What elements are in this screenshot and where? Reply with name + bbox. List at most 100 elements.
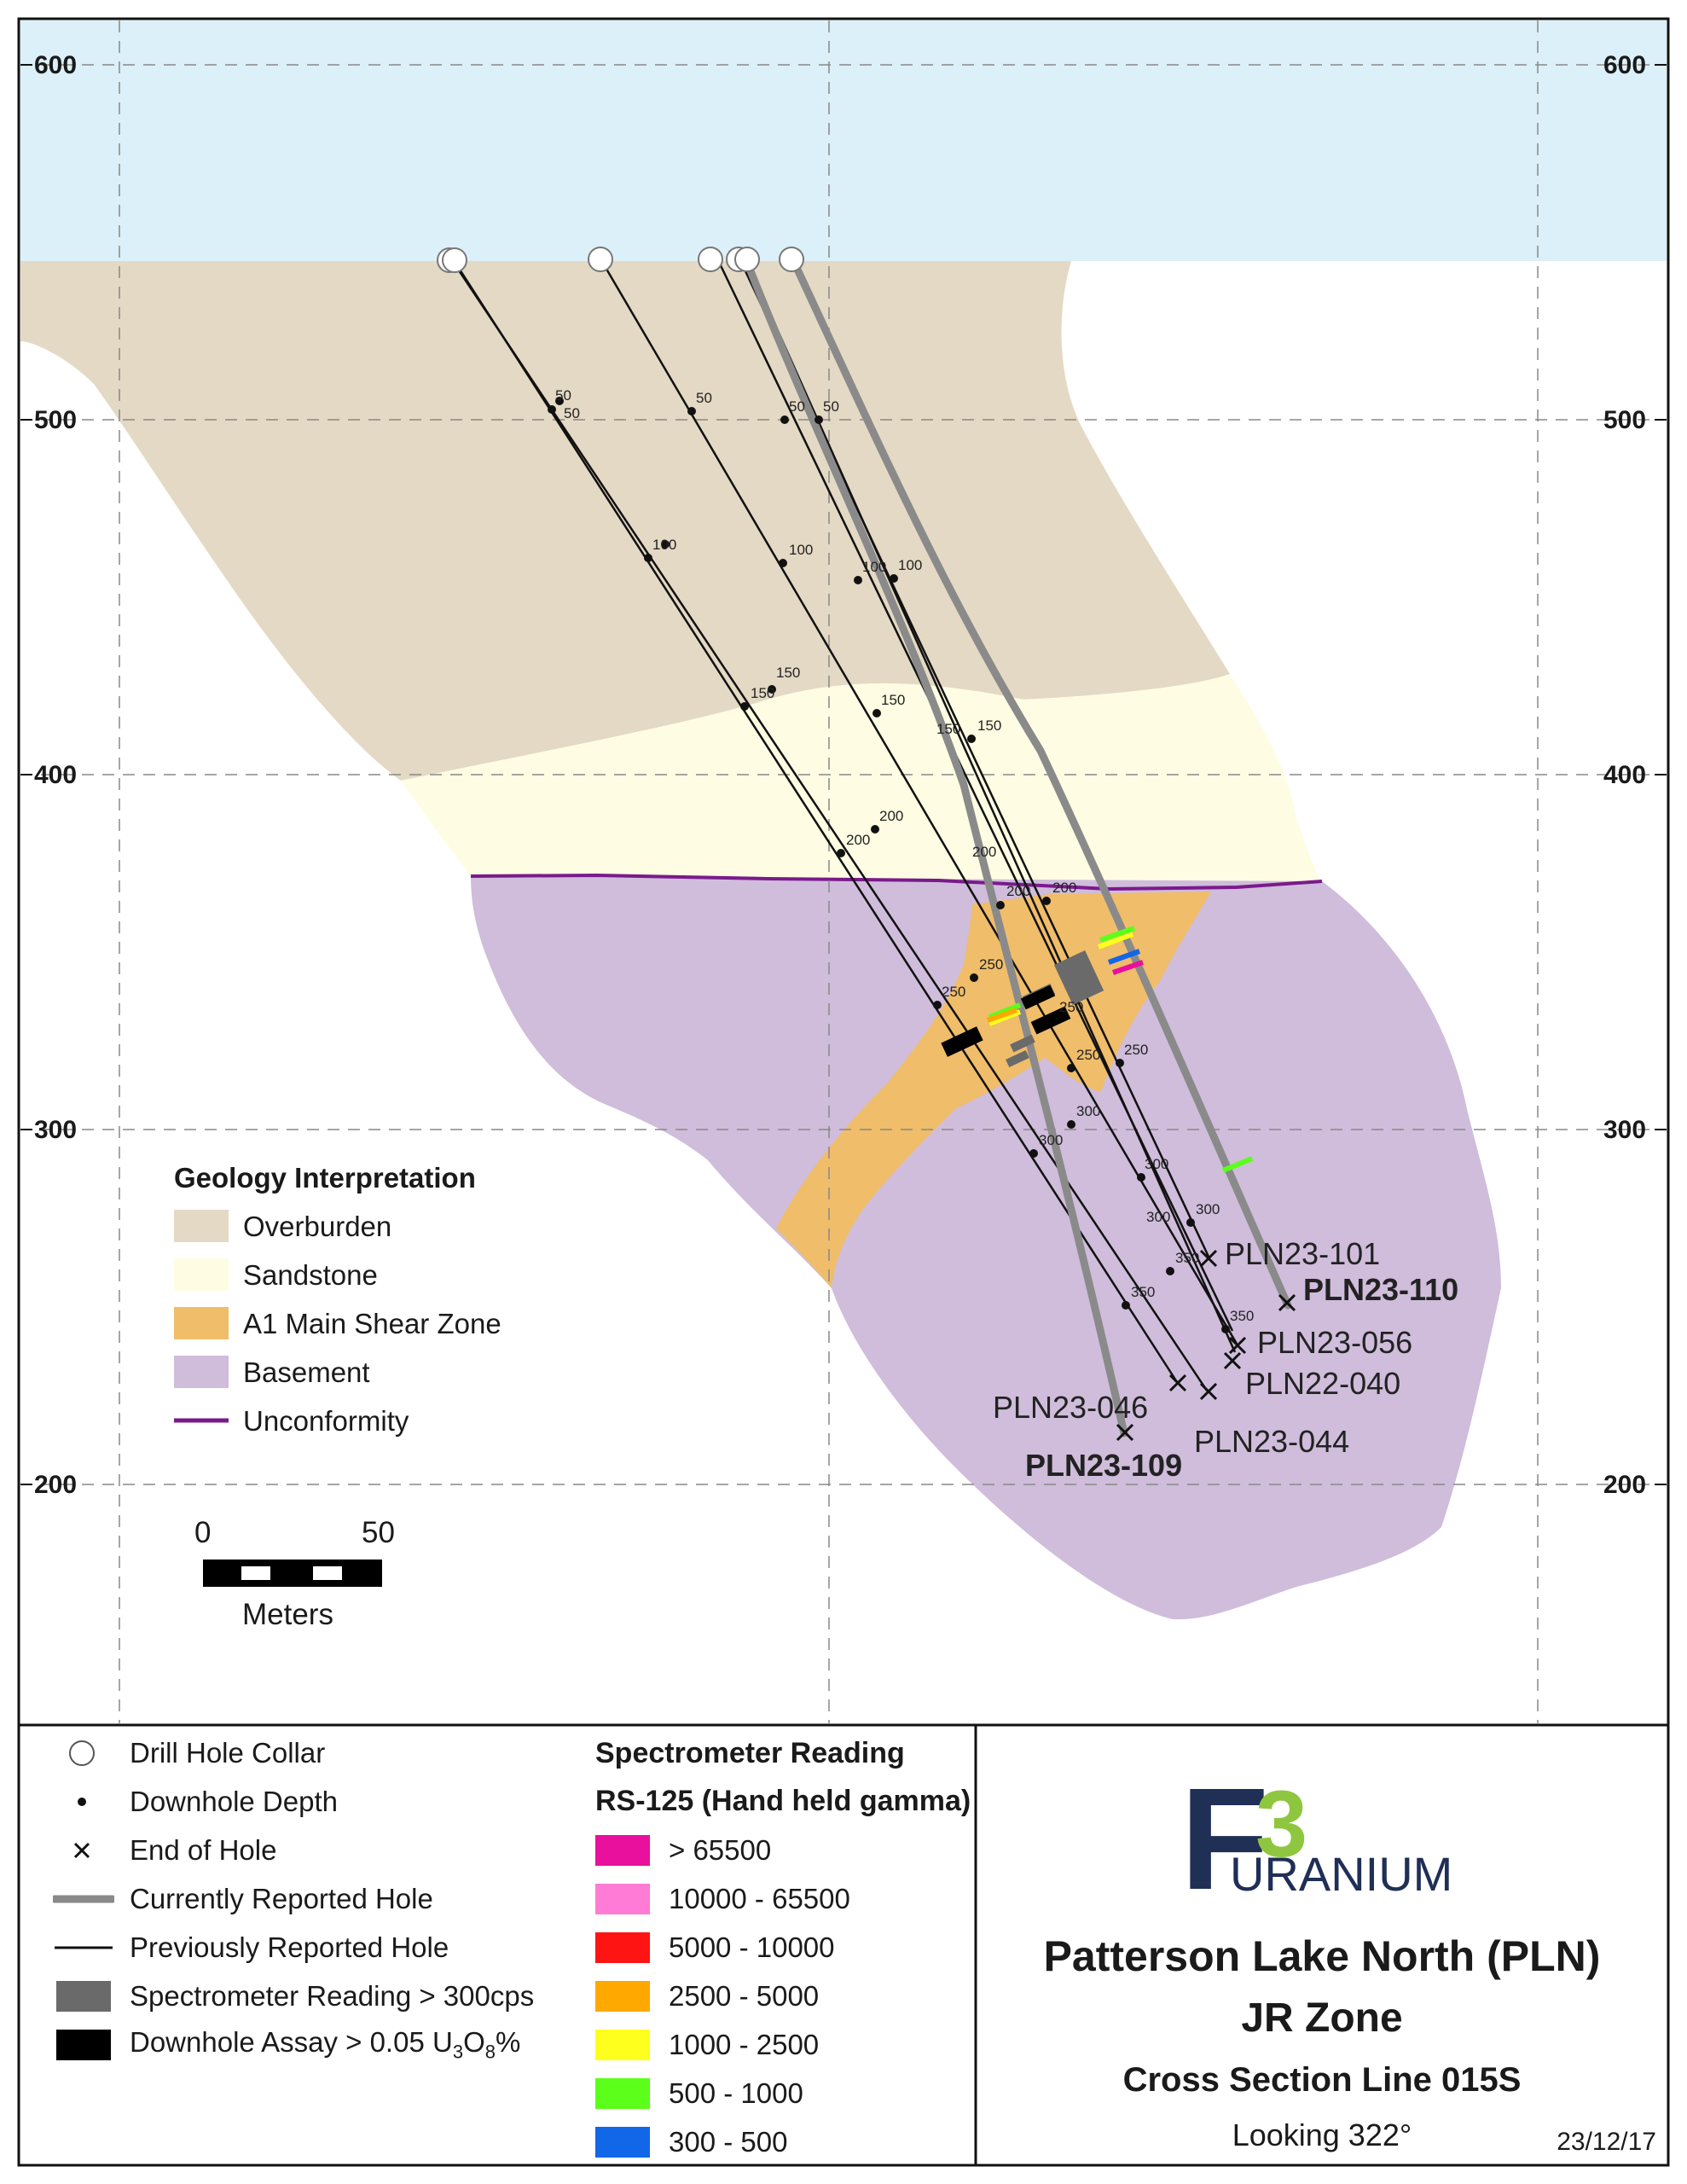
legend-spectro-row: Spectrometer Reading > 300cps [56, 1975, 534, 2018]
depth-label: 150 [936, 721, 960, 737]
f3-uranium-logo: F 3 URANIUM [1180, 1771, 1452, 1916]
end-marker [1199, 1249, 1218, 1268]
elevation-labels-right: 600 500 400 300 200 [1603, 51, 1646, 1499]
spectro-range-label: 10000 - 65500 [669, 1883, 850, 1914]
depth-label: 250 [1059, 999, 1083, 1015]
hole-label-pln23-046: PLN23-046 [993, 1390, 1148, 1425]
map-frame [17, 17, 1670, 2167]
depth-label: 300 [1145, 1156, 1168, 1172]
drill-collars [437, 247, 804, 273]
spectro-swatch [595, 2078, 650, 2109]
elev-label-left: 600 [34, 51, 77, 79]
elev-label-right: 400 [1603, 761, 1646, 789]
spectro-swatch [595, 1932, 650, 1963]
depth-label: 100 [862, 559, 886, 575]
depth-label: 50 [564, 405, 580, 421]
elev-label-right: 300 [1603, 1116, 1646, 1144]
legend-collar-row: Drill Hole Collar [63, 1732, 325, 1774]
spectro-swatch [595, 1981, 650, 2012]
elev-label-left: 400 [34, 761, 77, 789]
depth-label: 100 [789, 542, 813, 558]
hole-label-pln23-109: PLN23-109 [1025, 1448, 1182, 1483]
depth-label: 300 [1076, 1103, 1100, 1119]
logo-f: F [1180, 1771, 1269, 1916]
assay-swatch [56, 2030, 111, 2060]
legend-label-shear-zone: A1 Main Shear Zone [243, 1308, 501, 1339]
spectro-legend-row: > 65500 [595, 1829, 771, 1872]
project-title: Patterson Lake North (PLN) [1043, 1932, 1601, 1980]
spectro-range-label: 300 - 500 [669, 2126, 788, 2158]
geology-legend: Geology Interpretation Overburden Sandst… [174, 1162, 501, 1437]
end-of-hole-icon [63, 1833, 101, 1867]
elev-label-left: 200 [34, 1471, 77, 1499]
depth-label: 100 [652, 537, 676, 553]
zone-title: JR Zone [1241, 1995, 1403, 2041]
spectro-swatch [595, 1884, 650, 1914]
depth-label: 50 [823, 398, 839, 415]
sky-area [20, 20, 1667, 261]
end-of-hole-markers [1116, 1249, 1296, 1442]
legend-swatch-overburden [174, 1210, 229, 1242]
previous-hole-trace [600, 259, 1238, 1345]
spectro-swatch [595, 1835, 650, 1866]
depth-label: 50 [555, 387, 571, 404]
sandstone-unit [401, 674, 1322, 881]
spectro-legend-row: 1000 - 2500 [595, 2024, 819, 2066]
depth-label: 350 [1230, 1308, 1254, 1324]
depth-label: 100 [898, 557, 922, 573]
hole-label-pln23-056: PLN23-056 [1257, 1325, 1412, 1360]
end-marker [1278, 1293, 1296, 1312]
legend-swatch-basement [174, 1356, 229, 1388]
elevation-labels-left: 600 500 400 300 200 [34, 51, 77, 1499]
hole-label-pln23-044: PLN23-044 [1194, 1424, 1349, 1459]
depth-label: 350 [1175, 1250, 1199, 1266]
gamma-readings [987, 926, 1254, 1173]
scale-bar: 0 50 Meters [194, 1516, 395, 1631]
geology-legend-title: Geology Interpretation [174, 1162, 476, 1194]
elev-label-right: 200 [1603, 1471, 1646, 1499]
spectro-legend-row: 10000 - 65500 [595, 1878, 850, 1920]
depth-label: 250 [942, 984, 965, 1000]
legend-label-overburden: Overburden [243, 1211, 391, 1242]
previous-hole-trace [452, 259, 1179, 1383]
section-title: Cross Section Line 015S [1122, 2061, 1522, 2099]
spectrometer-legend-subtitle: RS-125 (Hand held gamma) [595, 1785, 971, 1817]
depth-label: 50 [789, 398, 805, 415]
collar-marker [442, 247, 467, 273]
current-holes [742, 256, 1292, 1438]
depth-label: 250 [1124, 1042, 1148, 1058]
legend-label-sandstone: Sandstone [243, 1259, 378, 1291]
hole-label-pln22-040: PLN22-040 [1245, 1366, 1400, 1401]
depth-label: 200 [972, 844, 996, 860]
depth-label: 250 [1076, 1047, 1100, 1063]
legend-swatch-sandstone [174, 1258, 229, 1291]
depth-label: 150 [751, 685, 774, 701]
depth-label: 200 [1052, 880, 1076, 896]
spectro-range-label: > 65500 [669, 1834, 772, 1866]
legend-assay-label: Downhole Assay > 0.05 U3O8% [130, 2026, 521, 2063]
depth-label: 300 [1039, 1132, 1063, 1148]
spectro-legend-row: 2500 - 5000 [595, 1975, 819, 2018]
spectro-swatch [595, 2030, 650, 2060]
previous-hole-trace [745, 259, 1237, 1353]
title-panel: F 3 URANIUM Patterson Lake North (PLN) J… [976, 1727, 1668, 2165]
spectro-range-label: 1000 - 2500 [669, 2029, 820, 2060]
depth-label: 150 [977, 717, 1001, 734]
legend-current-row: Currently Reported Hole [53, 1878, 433, 1920]
previous-hole-trace [450, 259, 1209, 1391]
elev-label-right: 600 [1603, 51, 1646, 79]
spectro-swatch [595, 2127, 650, 2158]
scale-unit: Meters [242, 1598, 333, 1631]
scale-start: 0 [194, 1516, 211, 1549]
depth-label: 200 [1006, 883, 1030, 899]
scale-end: 50 [362, 1516, 395, 1549]
collar-marker [698, 247, 723, 272]
axis-ticks [20, 64, 1667, 1485]
spectro-legend-row: 300 - 500 [595, 2121, 787, 2164]
depth-label: 250 [979, 956, 1003, 973]
current-hole-PLN23-109 [742, 256, 1128, 1438]
legend-end-label: End of Hole [130, 1834, 277, 1866]
spectro-legend-row: 500 - 1000 [595, 2072, 803, 2115]
current-hole-icon [53, 1882, 114, 1916]
depth-label: 300 [1196, 1201, 1220, 1217]
